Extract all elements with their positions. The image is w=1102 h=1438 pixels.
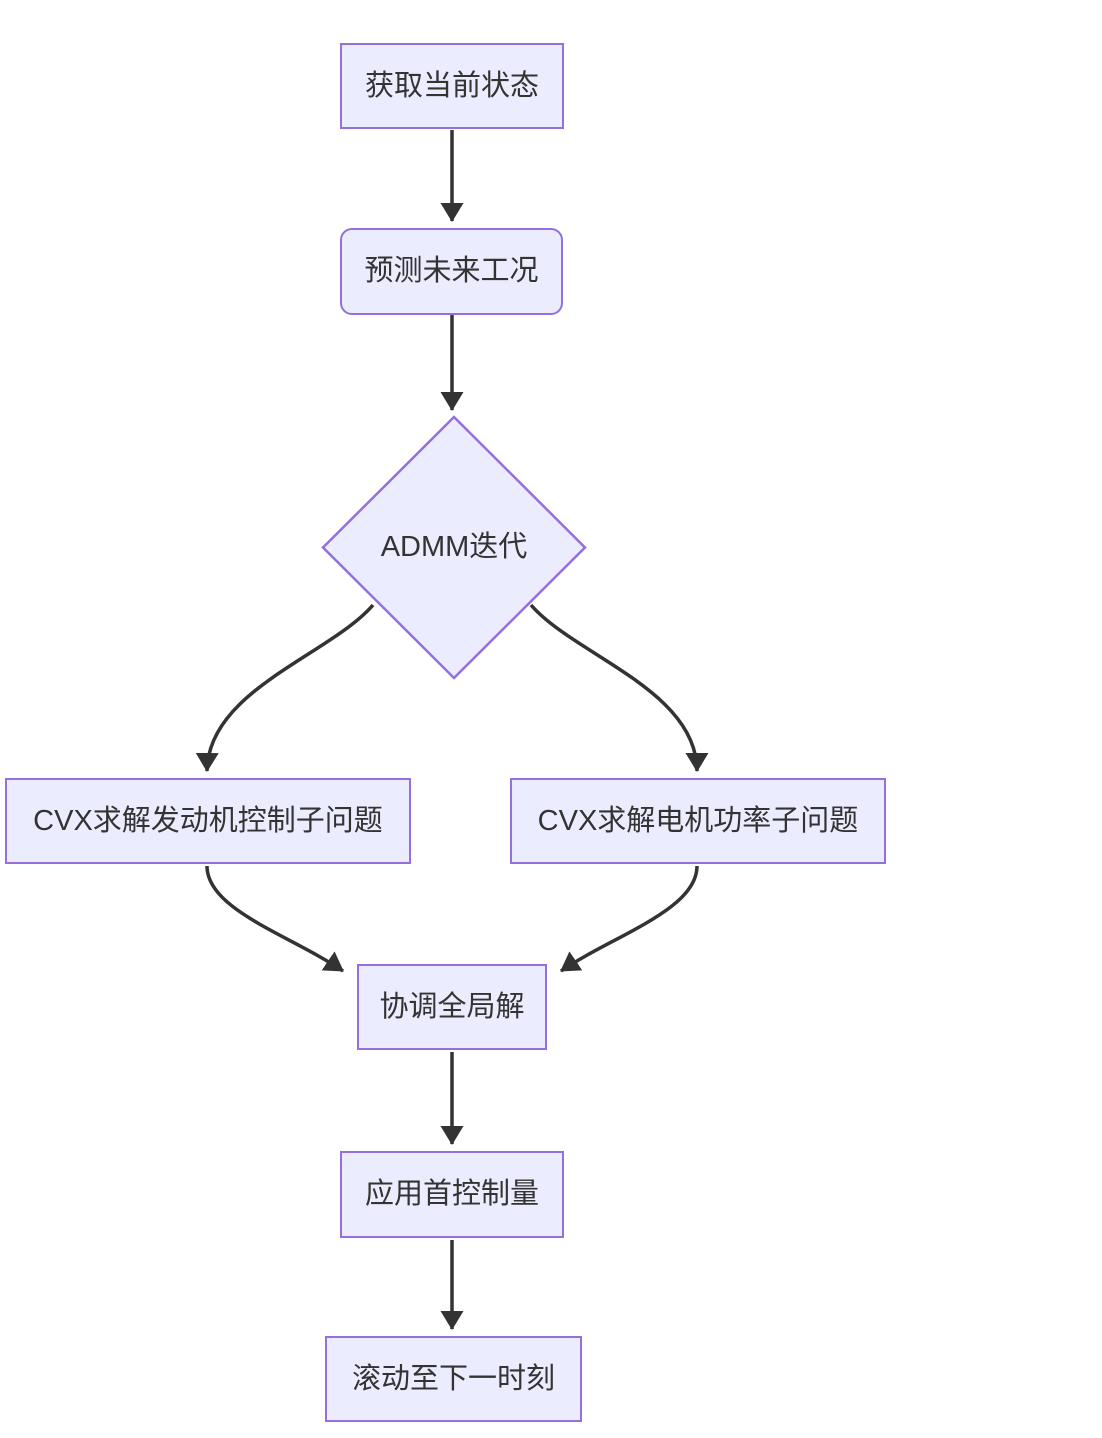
node-cvx-engine-subproblem: CVX求解发动机控制子问题 [5,778,411,864]
node-admm-iteration-shape [321,415,587,680]
node-admm-iteration-label: ADMM迭代 [380,530,528,563]
edge-admm-to-cvx-engine [195,603,375,772]
node-coordinate-global-solution: 协调全局解 [357,964,547,1050]
node-cvx-engine-subproblem-label: CVX求解发动机控制子问题 [33,804,383,837]
node-get-current-state: 获取当前状态 [340,43,564,129]
node-predict-future-conditions: 预测未来工况 [340,228,563,315]
edge-cvx-motor-to-coordinate [560,865,699,973]
node-predict-future-conditions-label: 预测未来工况 [364,255,539,288]
node-cvx-motor-subproblem: CVX求解电机功率子问题 [510,778,886,864]
node-roll-to-next-time: 滚动至下一时刻 [325,1336,582,1422]
node-apply-first-control: 应用首控制量 [340,1151,564,1238]
node-roll-to-next-time-label: 滚动至下一时刻 [351,1362,555,1395]
node-cvx-motor-subproblem-label: CVX求解电机功率子问题 [537,804,859,837]
node-get-current-state-label: 获取当前状态 [364,69,539,102]
node-coordinate-global-solution-label: 协调全局解 [379,990,525,1023]
node-apply-first-control-label: 应用首控制量 [364,1178,539,1211]
edge-cvx-engine-to-coordinate [205,865,344,973]
node-admm-iteration: ADMM迭代 [324,507,584,587]
edge-admm-to-cvx-motor [529,603,709,772]
